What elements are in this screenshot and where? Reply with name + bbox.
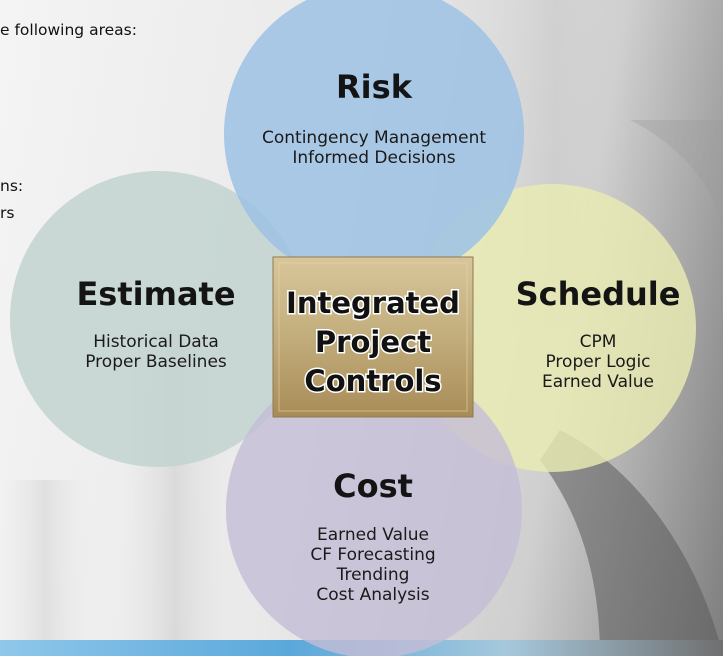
estimate-line: Proper Baselines	[85, 352, 227, 372]
center-line: Project	[315, 325, 431, 359]
risk-circle	[224, 0, 524, 284]
cost-line: CF Forecasting	[310, 545, 435, 565]
estimate-line: Historical Data	[93, 332, 219, 352]
center-box	[272, 256, 474, 418]
background-text-fragment: rs	[0, 204, 15, 222]
cost-line: Cost Analysis	[316, 585, 429, 605]
estimate-title: Estimate	[76, 275, 235, 313]
schedule-line: CPM	[580, 332, 617, 352]
center-box-inner	[278, 262, 468, 412]
center-line: Controls	[304, 364, 441, 398]
cost-line: Trending	[336, 565, 410, 585]
cost-circle	[226, 362, 522, 656]
schedule-circle	[408, 184, 696, 472]
schedule-line: Proper Logic	[545, 352, 650, 372]
schedule-line: Earned Value	[542, 372, 654, 392]
cost-title: Cost	[333, 467, 413, 505]
schedule-title: Schedule	[516, 275, 681, 313]
center-line: Integrated	[286, 286, 460, 320]
background-text-fragment: ns:	[0, 177, 24, 195]
risk-line: Informed Decisions	[292, 148, 455, 168]
center-label: Integrated Project Controls	[285, 285, 462, 400]
risk-title: Risk	[336, 68, 413, 106]
background-text-fragment: e following areas:	[0, 21, 137, 39]
estimate-circle	[10, 171, 306, 467]
cost-line: Earned Value	[317, 525, 429, 545]
risk-line: Contingency Management	[262, 128, 486, 148]
